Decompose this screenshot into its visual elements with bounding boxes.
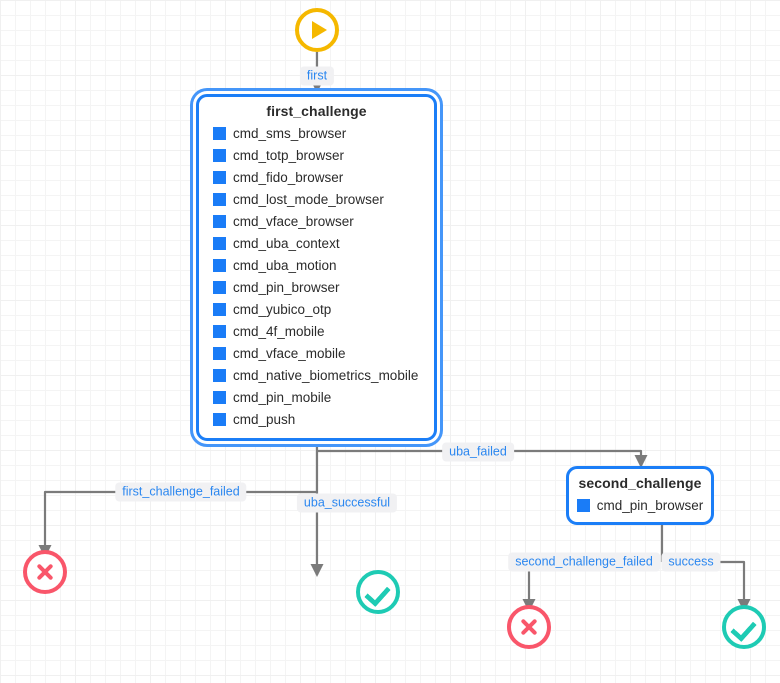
item-label: cmd_sms_browser — [233, 125, 347, 141]
item-label: cmd_yubico_otp — [233, 301, 332, 317]
edge-label-first-challenge-failed[interactable]: first_challenge_failed — [115, 482, 247, 502]
swatch-icon — [213, 170, 226, 184]
swatch-icon — [213, 368, 226, 382]
list-item[interactable]: cmd_lost_mode_browser — [199, 188, 434, 210]
list-item[interactable]: cmd_4f_mobile — [199, 320, 434, 342]
swatch-icon — [213, 280, 226, 294]
swatch-icon — [213, 390, 226, 404]
list-item[interactable]: cmd_uba_context — [199, 232, 434, 254]
edge-label-uba-successful[interactable]: uba_successful — [296, 493, 398, 513]
item-label: cmd_push — [233, 411, 296, 427]
end-node-uba-successful[interactable] — [356, 570, 400, 614]
swatch-icon — [213, 148, 226, 162]
item-label: cmd_totp_browser — [233, 147, 345, 163]
list-item[interactable]: cmd_uba_motion — [199, 254, 434, 276]
node-item-list: cmd_sms_browser cmd_totp_browser cmd_fid… — [199, 122, 434, 436]
swatch-icon — [213, 324, 226, 338]
swatch-icon — [213, 192, 226, 206]
item-label: cmd_vface_mobile — [233, 345, 346, 361]
list-item[interactable]: cmd_fido_browser — [199, 166, 434, 188]
list-item[interactable]: cmd_sms_browser — [199, 122, 434, 144]
check-circle-icon — [366, 580, 390, 604]
swatch-icon — [213, 126, 226, 140]
list-item[interactable]: cmd_pin_browser — [199, 276, 434, 298]
item-label: cmd_native_biometrics_mobile — [233, 367, 419, 383]
edge-label-second-challenge-failed[interactable]: second_challenge_failed — [508, 552, 660, 572]
item-label: cmd_vface_browser — [233, 213, 354, 229]
item-label: cmd_pin_mobile — [233, 389, 332, 405]
item-label: cmd_uba_motion — [233, 257, 337, 273]
edge-label-uba-failed[interactable]: uba_failed — [442, 442, 514, 462]
node-item-list: cmd_pin_browser — [569, 494, 711, 522]
x-circle-icon — [34, 561, 56, 583]
x-circle-icon — [518, 616, 540, 638]
swatch-icon — [213, 346, 226, 360]
swatch-icon — [213, 302, 226, 316]
play-icon — [311, 21, 327, 39]
item-label: cmd_uba_context — [233, 235, 340, 251]
list-item[interactable]: cmd_native_biometrics_mobile — [199, 364, 434, 386]
node-second-challenge[interactable]: second_challenge cmd_pin_browser — [566, 466, 714, 525]
swatch-icon — [576, 498, 590, 512]
end-node-first-challenge-failed[interactable] — [23, 550, 67, 594]
edge-label-first[interactable]: first — [299, 66, 335, 86]
node-title: second_challenge — [578, 475, 702, 491]
item-label: cmd_lost_mode_browser — [233, 191, 384, 207]
start-node[interactable] — [295, 8, 339, 52]
list-item[interactable]: cmd_totp_browser — [199, 144, 434, 166]
item-label: cmd_pin_browser — [596, 497, 704, 513]
node-first-challenge[interactable]: first_challenge cmd_sms_browser cmd_totp… — [196, 94, 437, 441]
list-item[interactable]: cmd_vface_mobile — [199, 342, 434, 364]
edge-label-success[interactable]: success — [661, 552, 721, 572]
item-label: cmd_fido_browser — [233, 169, 344, 185]
check-circle-icon — [732, 615, 756, 639]
end-node-second-challenge-failed[interactable] — [507, 605, 551, 649]
swatch-icon — [213, 236, 226, 250]
list-item[interactable]: cmd_pin_browser — [569, 494, 711, 516]
end-node-success[interactable] — [722, 605, 766, 649]
edge-first-challenge-failed — [38, 490, 317, 558]
item-label: cmd_4f_mobile — [233, 323, 325, 339]
swatch-icon — [213, 214, 226, 228]
list-item[interactable]: cmd_push — [199, 408, 434, 430]
swatch-icon — [213, 258, 226, 272]
list-item[interactable]: cmd_pin_mobile — [199, 386, 434, 408]
list-item[interactable]: cmd_vface_browser — [199, 210, 434, 232]
list-item[interactable]: cmd_yubico_otp — [199, 298, 434, 320]
item-label: cmd_pin_browser — [233, 279, 340, 295]
node-title: first_challenge — [266, 103, 367, 119]
swatch-icon — [213, 412, 226, 426]
